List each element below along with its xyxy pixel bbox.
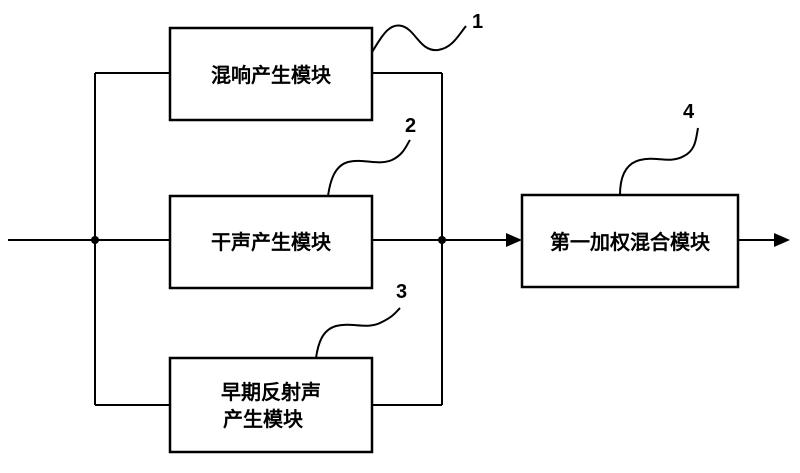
split-junction-dot: [91, 236, 99, 244]
early-block-label-line1: 早期反射声: [221, 380, 321, 404]
ref-number-1: 1: [472, 11, 483, 33]
arrowhead-to-mixer-icon: [506, 233, 522, 247]
leader-line-1: [372, 25, 466, 52]
leader-line-3: [316, 308, 400, 358]
output-arrowhead-icon: [774, 233, 790, 247]
early-block-label-line2: 产生模块: [223, 407, 304, 431]
leader-line-4: [620, 128, 698, 195]
ref-number-2: 2: [405, 115, 416, 137]
ref-number-3: 3: [396, 281, 407, 303]
dry-block-label: 干声产生模块: [211, 230, 332, 254]
reverb-block-label: 混响产生模块: [211, 63, 332, 87]
mixer-block-label: 第一加权混合模块: [550, 230, 711, 254]
ref-number-4: 4: [683, 101, 695, 123]
early-reflection-block: [170, 358, 372, 452]
leader-line-2: [328, 140, 410, 196]
